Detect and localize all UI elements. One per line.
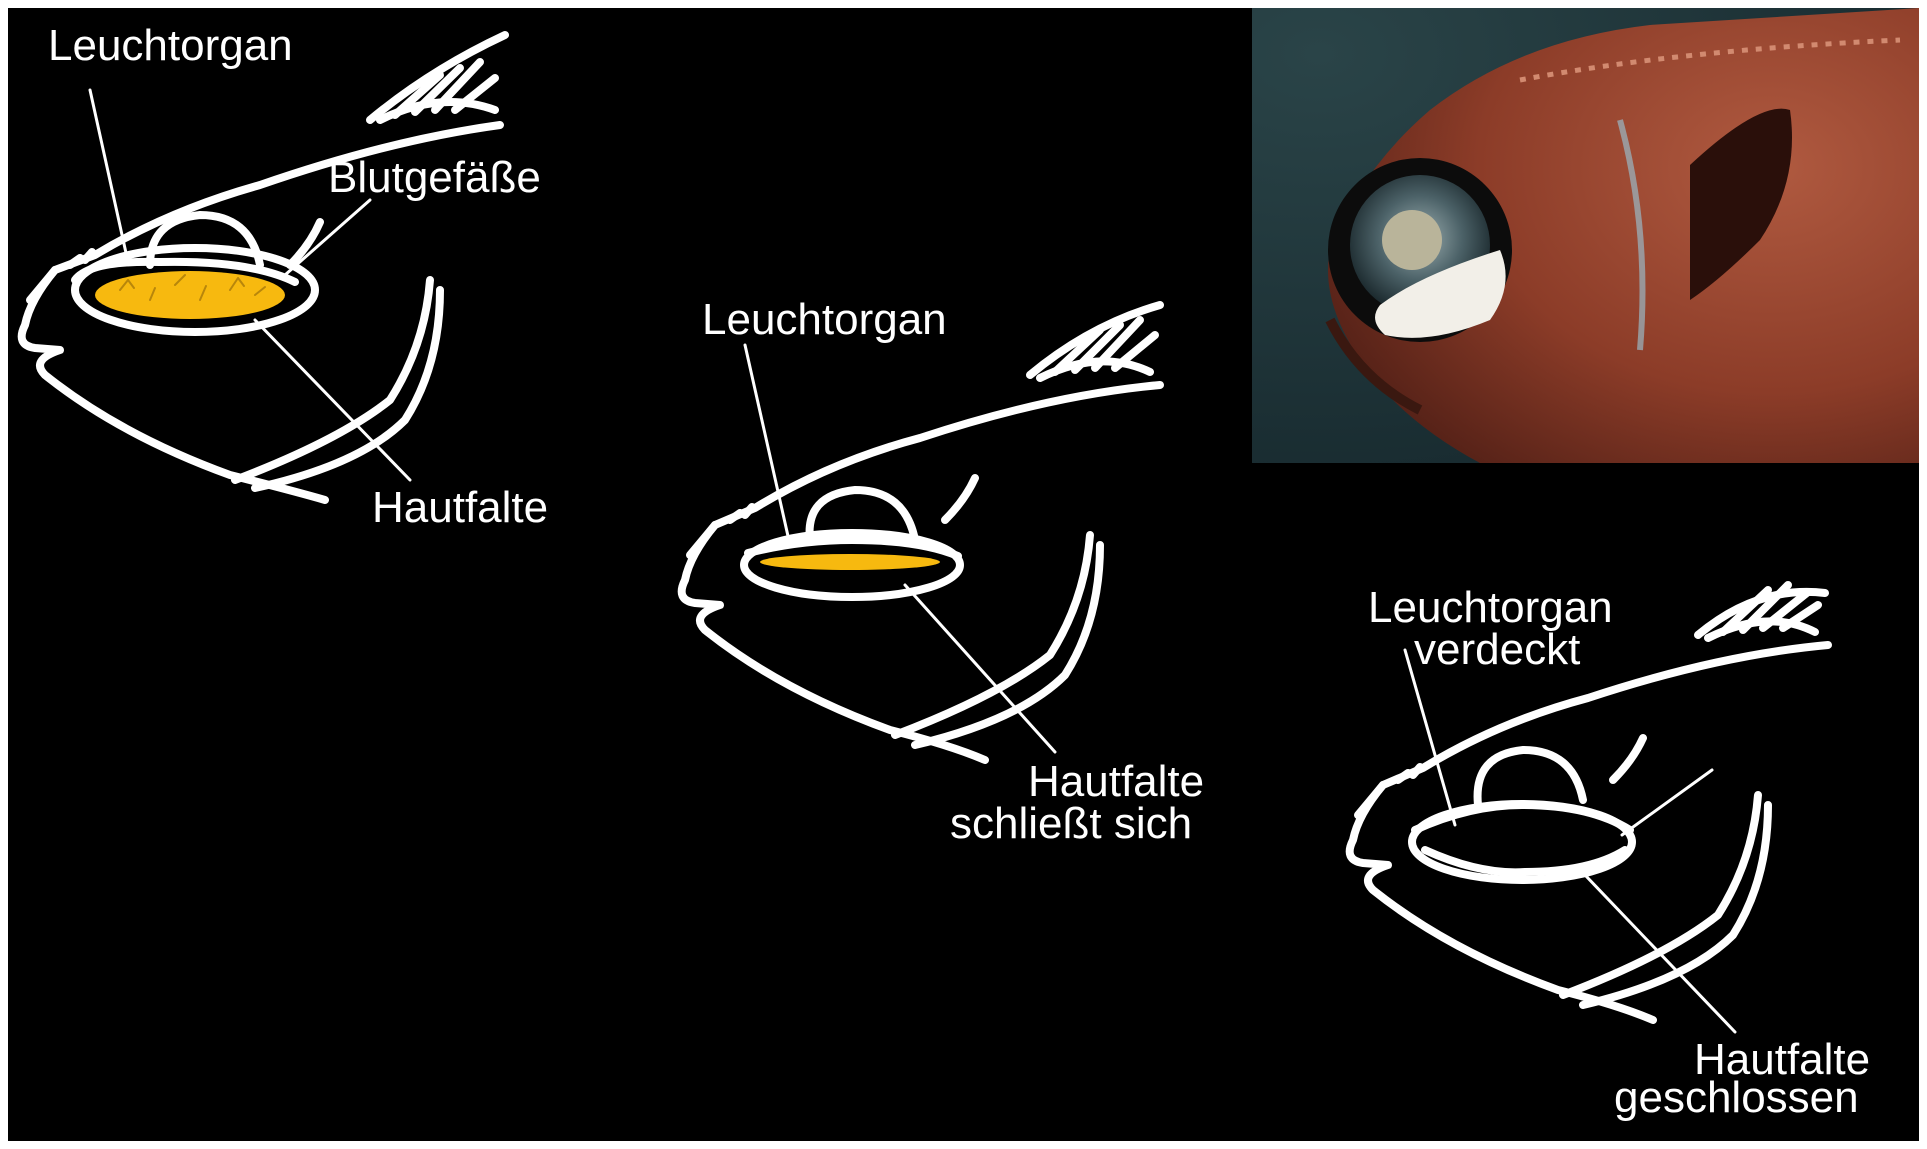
fish-photo [1252,8,1919,463]
label-p1-fold: Hautfalte [372,483,548,532]
label-p3-organ-line2: verdeckt [1414,625,1580,674]
label-p1-organ: Leuchtorgan [48,21,293,70]
label-p2-fold-line2: schließt sich [950,799,1192,848]
label-p1-vessels: Blutgefäße [328,153,541,202]
label-p3-fold-line2: geschlossen [1614,1073,1859,1122]
label-p2-organ: Leuchtorgan [702,295,947,344]
